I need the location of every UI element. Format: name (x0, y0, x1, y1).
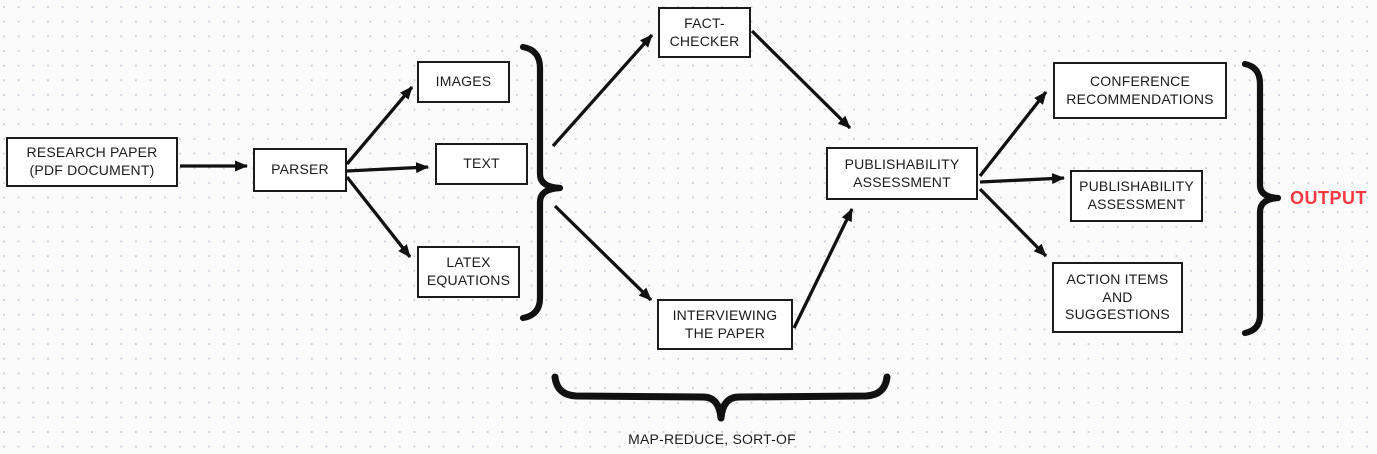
node-publishability-assessment: PUBLISHABILITY ASSESSMENT (826, 147, 978, 200)
output-label: OUTPUT (1290, 188, 1367, 208)
map-reduce-label: MAP-REDUCE, SORT-OF (628, 431, 796, 447)
node-publishability-assessment-report: PUBLISHABILITY ASSESSMENT (1070, 170, 1203, 222)
node-action-items-and-suggestions: ACTION ITEMS AND SUGGESTIONS (1052, 262, 1183, 333)
arrow-publishability-to-action-items (978, 187, 1048, 258)
arrow-parsed-outputs-to-interviewing (553, 204, 653, 302)
arrow-parser-to-latex (345, 175, 412, 259)
node-fact-checker: FACT- CHECKER (658, 7, 751, 58)
output-brace (1241, 60, 1282, 337)
arrow-interviewing-to-publishability (792, 208, 854, 329)
node-parser: PARSER (253, 148, 347, 192)
map-reduce-brace (551, 373, 891, 422)
node-text: TEXT (435, 143, 528, 185)
arrow-parser-to-images (345, 85, 414, 166)
arrow-parser-to-text (346, 162, 429, 174)
arrow-parsed-outputs-to-fact-checker (551, 33, 654, 148)
arrow-publishability-to-conference (978, 90, 1048, 178)
arrow-fact-checker-to-publishability (750, 29, 852, 130)
node-latex-equations: LATEX EQUATIONS (417, 246, 520, 298)
node-conference-recommendations: CONFERENCE RECOMMENDATIONS (1053, 62, 1227, 119)
node-research-paper: RESEARCH PAPER (PDF DOCUMENT) (6, 137, 178, 187)
arrow-publishability-to-report (979, 173, 1065, 185)
node-images: IMAGES (417, 61, 510, 103)
parsed-outputs-brace (519, 43, 564, 322)
node-interviewing-the-paper: INTERVIEWING THE PAPER (657, 299, 793, 350)
